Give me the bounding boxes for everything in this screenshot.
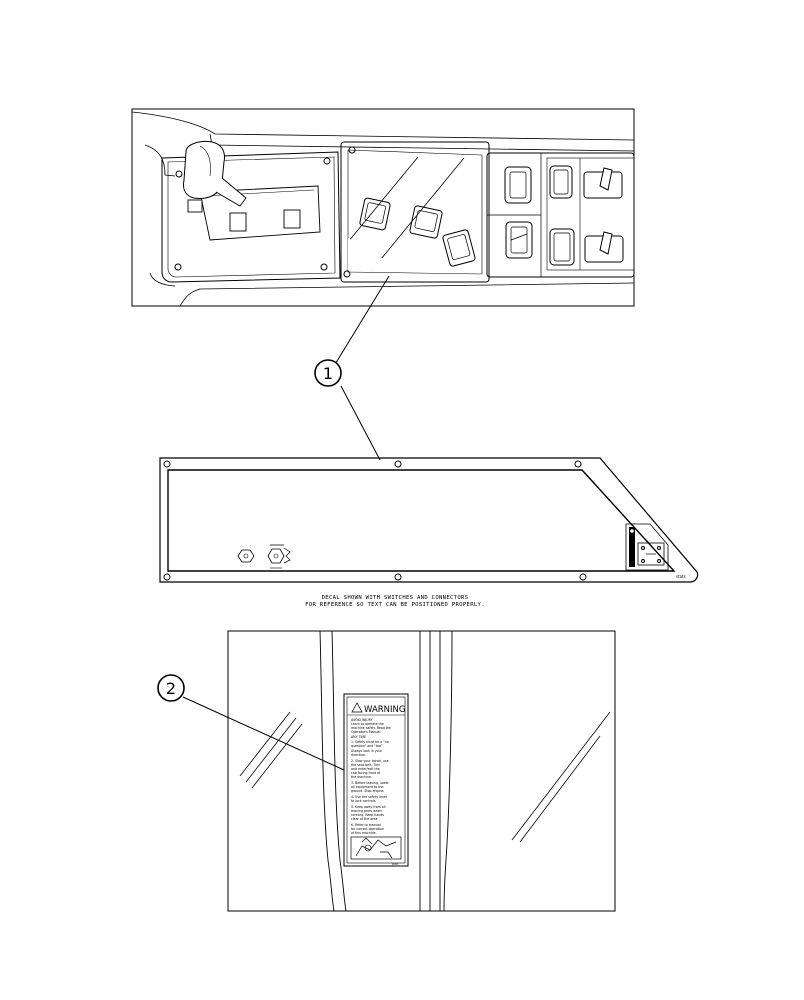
screw-icon: [574, 460, 582, 468]
rocker-switch-icon: [505, 221, 533, 259]
warning-line: ground. Stop engine.: [351, 789, 384, 793]
warning-line: cab facing front of: [351, 771, 381, 775]
warning-line: 5. Keep away from all: [351, 805, 386, 809]
warning-line: moving parts when: [351, 809, 382, 813]
warning-line: Operator's Manual.: [351, 730, 381, 734]
warning-body: AVOID INJURY Learn to operate the machin…: [351, 718, 392, 835]
warning-triangle-icon: [351, 702, 363, 713]
screw-icon: [343, 270, 351, 278]
screw-icon: [579, 573, 587, 581]
toggle-switch-icon: [584, 231, 624, 263]
callout-1-circle: [314, 359, 342, 387]
callout-2-number: 2: [166, 679, 176, 698]
warning-line: 3. Before leaving, lower: [351, 781, 390, 785]
screw-icon: [163, 460, 171, 468]
callout-1: 1: [314, 359, 342, 387]
screw-icon: [174, 263, 182, 271]
rocker-switch-icon: [504, 166, 532, 204]
warning-line: 2. Slow your travel, use: [351, 759, 389, 763]
leader-line-1: [333, 275, 390, 461]
rocker-switch-icon: [359, 197, 391, 231]
shifter-plate: [161, 141, 341, 283]
warning-line: of this machine.: [351, 831, 377, 835]
screw-icon: [320, 263, 328, 271]
screw-icon: [394, 460, 402, 468]
warning-line: machine safely. Read the: [351, 726, 391, 730]
warning-header: WARNING: [364, 705, 405, 715]
rocker-switch-icon: [549, 228, 575, 266]
warning-line: Always look in your: [351, 749, 383, 753]
screw-icon: [175, 170, 183, 178]
screw-icon: [323, 157, 331, 165]
warning-line: Learn to operate the: [351, 722, 384, 726]
warning-line: the machine.: [351, 775, 372, 779]
shift-lever-icon: [183, 141, 247, 213]
warning-line: direction.: [351, 753, 366, 757]
right-switch-panel: [486, 152, 635, 278]
warning-line: ANY TIME: [351, 735, 366, 739]
glass-reflection-icon: [239, 711, 611, 843]
decal-switch-block: [625, 523, 669, 571]
warning-line: 1. Safety must be a "no: [351, 740, 389, 744]
screw-icon: [163, 573, 171, 581]
leader-line-2: [182, 696, 345, 771]
console-view: [131, 108, 635, 307]
screw-icon: [394, 573, 402, 581]
rocker-switch-icon: [549, 165, 573, 199]
screw-icon: [348, 146, 356, 154]
warning-line: clear of the area.: [351, 817, 378, 821]
cab-post-frame: [227, 630, 616, 912]
callout-1-number: 1: [323, 364, 333, 383]
operator-pictogram-icon: [350, 836, 402, 860]
decal-small-mark: stats: [676, 574, 686, 579]
callout-2: 2: [157, 674, 185, 702]
callout-2-circle: [157, 674, 185, 702]
warning-line: 4. Use the safety lever: [351, 795, 388, 799]
warning-line: to lock controls.: [351, 799, 376, 803]
warning-decal: WARNING AVOID INJURY Learn to operate th…: [343, 693, 409, 867]
warning-line: the seat belt. Turn: [351, 763, 380, 767]
warning-line: AVOID INJURY: [351, 718, 373, 722]
decal-note-line-2: FOR REFERENCE SO TEXT CAN BE POSITIONED …: [305, 602, 485, 608]
center-switch-panel: [340, 141, 490, 283]
rocker-switch-icon: [409, 205, 443, 239]
hex-symbol-icon: [237, 549, 255, 563]
indicator-symbol-icon: [267, 544, 291, 569]
warning-line: question" and "top": [351, 744, 383, 748]
warning-line: all equipment to the: [351, 785, 383, 789]
warning-line: running. Keep hands: [351, 813, 384, 817]
warning-line: 6. Refer to manual: [351, 823, 381, 827]
warning-line: and enter/exit the: [351, 767, 380, 771]
switch-decal: stats: [159, 457, 699, 583]
toggle-switch-icon: [583, 167, 623, 199]
decal-note-line-1: DECAL SHOWN WITH SWITCHES AND CONNECTORS: [321, 595, 469, 601]
warning-line: for correct operation: [351, 827, 384, 831]
rocker-switch-icon: [442, 229, 476, 267]
cab-post-view: WARNING AVOID INJURY Learn to operate th…: [227, 630, 616, 912]
warning-footer: DWT: [392, 862, 399, 866]
